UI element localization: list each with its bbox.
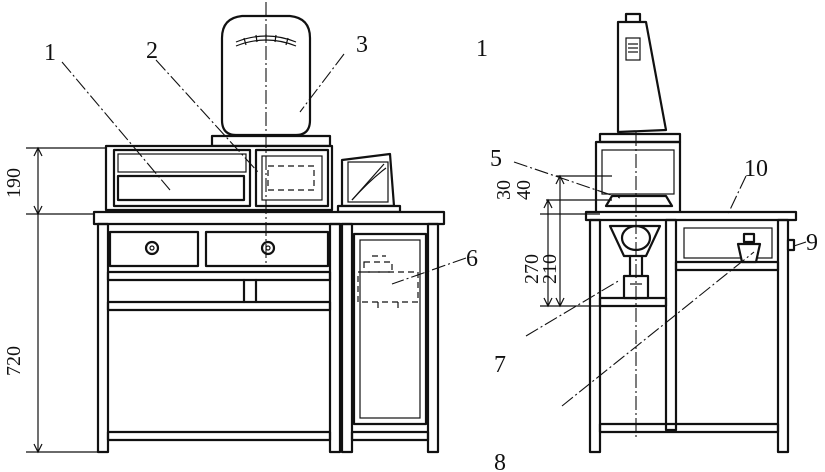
dimension-720 <box>26 214 98 454</box>
callout-9: 9 <box>806 230 818 256</box>
meter-housing <box>210 14 332 148</box>
small-meter <box>336 152 402 214</box>
side-table-top <box>584 210 798 222</box>
callout-5: 5 <box>490 146 502 172</box>
side-base <box>594 140 682 216</box>
instrument-base <box>104 144 334 212</box>
front-frame <box>96 222 440 454</box>
side-leaders <box>513 161 807 407</box>
drawers <box>108 230 330 268</box>
callout-10: 10 <box>744 156 768 182</box>
callout-3: 3 <box>356 32 368 58</box>
front-table-top <box>92 210 446 226</box>
callout-1-left: 1 <box>44 40 56 66</box>
callout-2: 2 <box>146 38 158 64</box>
callout-1-right: 1 <box>476 36 488 62</box>
dimension-190 <box>26 146 106 216</box>
side-dimensions <box>540 174 612 308</box>
side-cabinet <box>352 232 428 426</box>
side-view <box>513 12 807 454</box>
dim-40: 40 <box>513 180 535 200</box>
side-knob <box>786 238 796 252</box>
callout-7: 7 <box>494 352 506 378</box>
front-view <box>26 2 467 454</box>
front-leaders <box>61 53 467 285</box>
dim-30: 30 <box>493 180 515 200</box>
dim-270: 270 <box>521 254 543 284</box>
dim-720: 720 <box>3 346 25 376</box>
dim-190: 190 <box>3 168 25 198</box>
dim-210: 210 <box>539 254 561 284</box>
funnel-assembly <box>608 224 662 300</box>
callout-8: 8 <box>494 450 506 472</box>
callout-6: 6 <box>466 246 478 272</box>
shelf-lamp <box>736 232 762 264</box>
side-meter-column <box>598 12 682 144</box>
